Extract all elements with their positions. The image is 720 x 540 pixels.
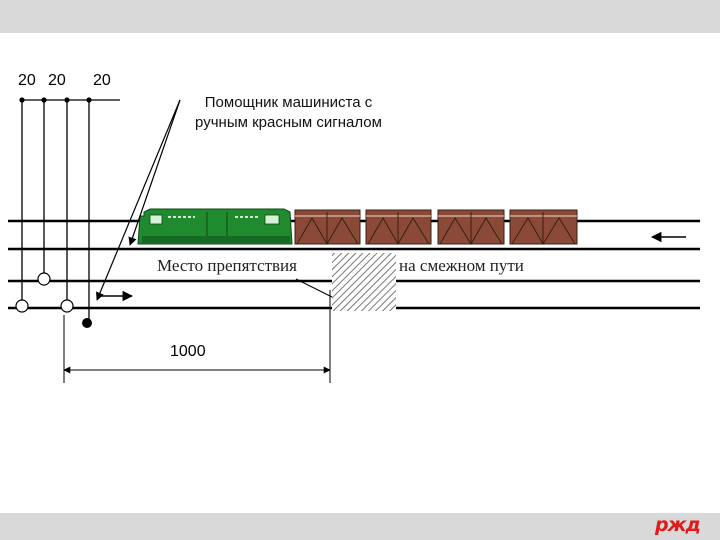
- interval-label-3: 20: [93, 72, 111, 89]
- interval-label-2: 20: [48, 72, 66, 89]
- note-line-2: ручным красным сигналом: [195, 114, 382, 131]
- obstacle-zone: [332, 253, 396, 311]
- locomotive: [137, 208, 293, 245]
- obstacle-label-right: на смежном пути: [399, 256, 524, 275]
- wagon-1: [294, 209, 361, 246]
- rzd-logo: ржд: [655, 514, 701, 536]
- obstacle-label-left: Место препятствия: [157, 256, 297, 275]
- top-bar: [0, 0, 720, 33]
- bottom-bar: [0, 513, 720, 540]
- signal-lamp-2: [15, 299, 29, 313]
- signal-lamp-3: [60, 299, 74, 313]
- signal-lamp-1: [37, 272, 51, 286]
- distance-label: 1000: [170, 343, 206, 360]
- interval-label-1: 20: [18, 72, 36, 89]
- wagon-4: [509, 209, 578, 245]
- dimension-line: [63, 290, 331, 383]
- wagons: [294, 209, 578, 246]
- note-line-1: Помощник машиниста с: [204, 94, 373, 111]
- assistant-note: Помощник машиниста с ручным красным сигн…: [176, 93, 401, 133]
- signal-posts: [15, 97, 120, 328]
- note-pointer: [96, 99, 181, 301]
- wagon-3: [437, 209, 505, 245]
- assistant-position: [82, 318, 92, 328]
- wagon-2: [365, 209, 432, 246]
